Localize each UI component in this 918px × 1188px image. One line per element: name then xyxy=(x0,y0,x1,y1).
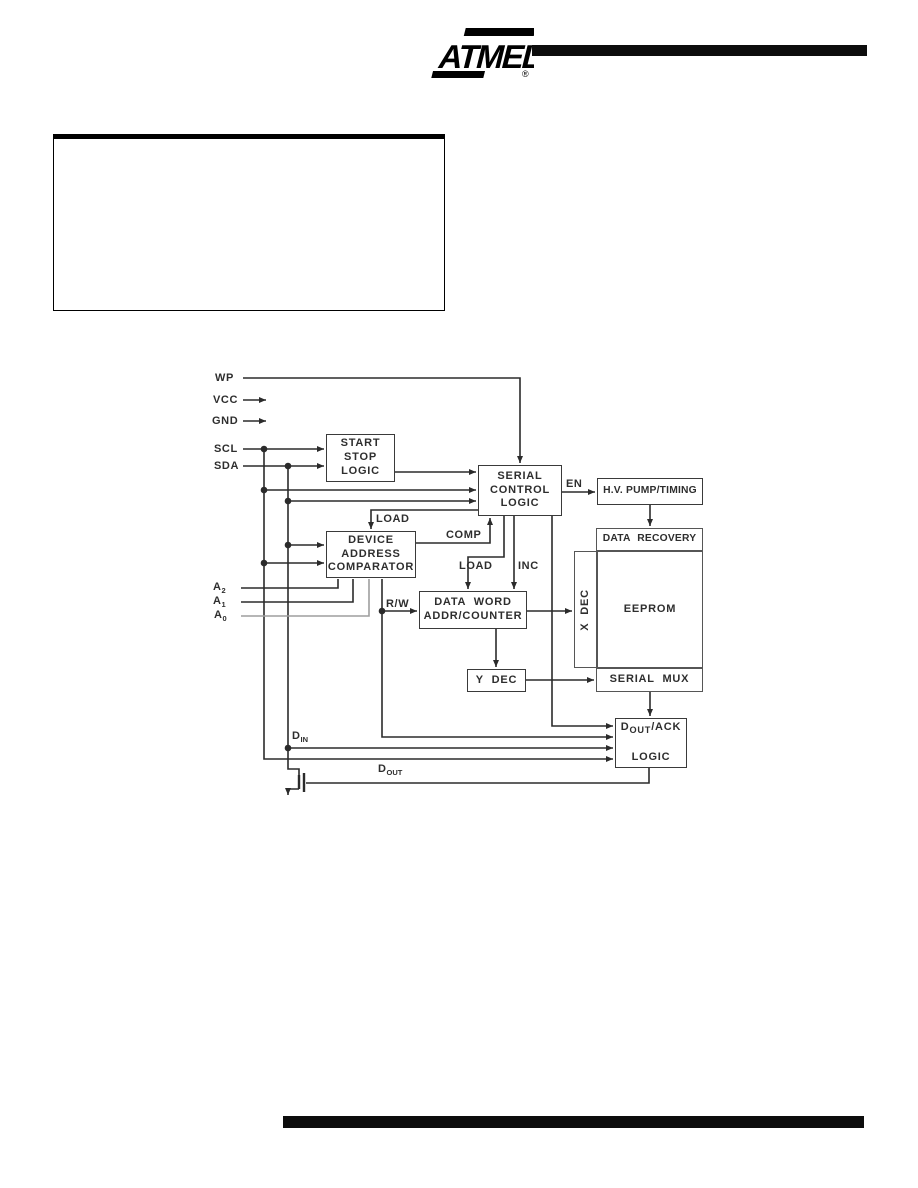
dout-base: D xyxy=(378,763,387,775)
block-data-word-addr-counter: DATA WORD ADDR/COUNTER xyxy=(419,591,527,629)
block-eeprom: EEPROM xyxy=(597,551,703,668)
block-data-recovery-label: DATA RECOVERY xyxy=(602,533,697,545)
dout-ack-line2: LOGIC xyxy=(631,750,671,763)
block-data-word-addr-counter-label: DATA WORD ADDR/COUNTER xyxy=(423,596,523,622)
signal-label-rw: R/W xyxy=(386,598,410,610)
block-device-address-comparator: DEVICE ADDRESS COMPARATOR xyxy=(326,531,416,578)
block-x-dec-label: X DEC xyxy=(578,588,591,631)
block-start-stop-logic-label: START STOP LOGIC xyxy=(340,437,381,477)
block-start-stop-logic: START STOP LOGIC xyxy=(326,434,395,482)
block-dout-ack-logic: DOUT/ACK LOGIC xyxy=(615,718,687,768)
block-eeprom-label: EEPROM xyxy=(623,602,677,615)
title-frame-box xyxy=(53,134,445,311)
dout-sub: OUT xyxy=(386,768,403,778)
pin-label-dout: DOUT xyxy=(378,762,402,780)
atmel-logo: ATMEL ® xyxy=(430,27,547,81)
pin-label-a0: A0 xyxy=(214,608,227,626)
a2-base: A xyxy=(213,581,222,593)
signal-label-inc: INC xyxy=(518,560,539,572)
block-y-dec-label: Y DEC xyxy=(475,673,518,686)
block-device-address-comparator-label: DEVICE ADDRESS COMPARATOR xyxy=(327,533,415,574)
a2-sub: 2 xyxy=(221,586,226,596)
a0-line xyxy=(241,579,370,617)
block-hv-pump-timing-label: H.V. PUMP/TIMING xyxy=(603,485,697,497)
header-rule-bar xyxy=(532,45,867,56)
atmel-logo-graphic: ATMEL ® xyxy=(431,28,547,79)
mosfet-symbol xyxy=(285,748,306,795)
junction-dots xyxy=(260,445,386,752)
pin-label-a1: A1 xyxy=(213,594,226,612)
footer-rule-bar xyxy=(283,1116,864,1128)
pin-label-a2: A2 xyxy=(213,580,226,598)
pin-label-vcc: VCC xyxy=(213,394,239,406)
din-base: D xyxy=(292,730,301,742)
block-serial-control-logic: SERIAL CONTROL LOGIC xyxy=(478,465,562,516)
a0-base: A xyxy=(214,609,223,621)
logo-wordmark: ATMEL xyxy=(435,39,534,75)
signal-lines xyxy=(241,377,653,784)
pin-label-sda: SDA xyxy=(214,460,240,472)
block-serial-mux: SERIAL MUX xyxy=(596,668,703,692)
signal-label-en: EN xyxy=(566,478,583,490)
registered-trademark-icon: ® xyxy=(522,69,529,79)
signal-label-load-lower: LOAD xyxy=(459,560,493,572)
logo-top-bar xyxy=(463,28,536,36)
block-serial-control-logic-label: SERIAL CONTROL LOGIC xyxy=(490,469,550,510)
logo-bottom-bar xyxy=(431,71,486,78)
block-y-dec: Y DEC xyxy=(467,669,526,692)
pin-label-gnd: GND xyxy=(212,415,239,427)
block-data-recovery: DATA RECOVERY xyxy=(596,528,703,551)
din-sub: IN xyxy=(300,735,309,745)
pin-label-din: DIN xyxy=(292,729,308,747)
a0-sub: 0 xyxy=(222,614,227,624)
dout-ack-post: /ACK xyxy=(651,721,682,734)
a1-base: A xyxy=(213,595,222,607)
signal-label-load-upper: LOAD xyxy=(376,513,410,525)
dout-ack-sub: OUT xyxy=(629,725,652,736)
dout-ack-pre: D xyxy=(620,721,630,734)
pin-label-wp: WP xyxy=(215,372,234,384)
block-dout-ack-logic-label: DOUT/ACK LOGIC xyxy=(621,721,682,764)
block-serial-mux-label: SERIAL MUX xyxy=(609,673,690,686)
block-hv-pump-timing: H.V. PUMP/TIMING xyxy=(597,478,703,505)
a1-sub: 1 xyxy=(221,600,226,610)
pin-label-scl: SCL xyxy=(214,443,238,455)
block-x-dec: X DEC xyxy=(574,551,597,668)
signal-label-comp: COMP xyxy=(446,529,482,541)
